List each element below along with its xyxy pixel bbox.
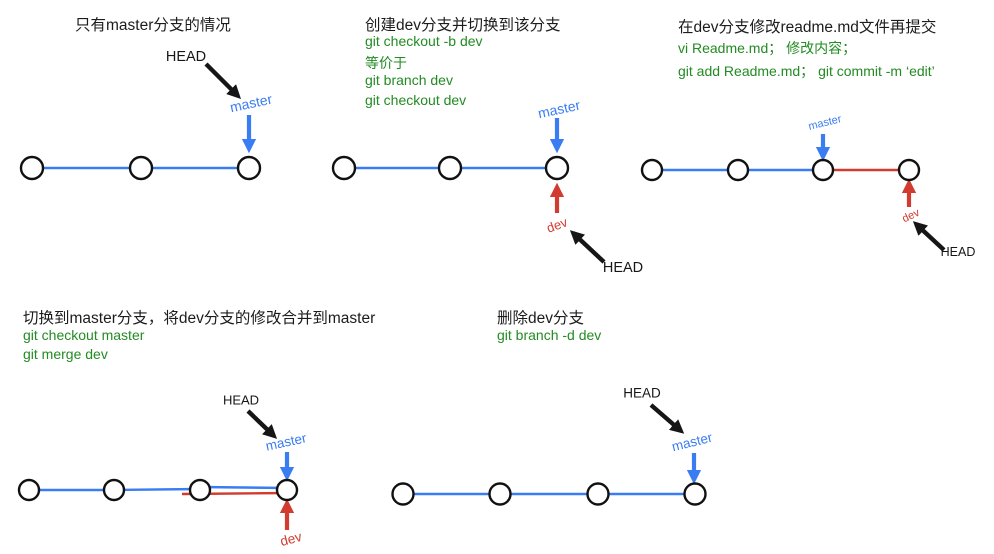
panel-title-only-master: 只有master分支的情况 <box>75 17 231 34</box>
commit-node <box>188 478 212 502</box>
commit-node <box>391 482 415 506</box>
commit-node <box>275 478 299 502</box>
commit-node <box>488 482 512 506</box>
git-command-line: git branch -d dev <box>497 327 602 343</box>
git-command-line: git checkout master <box>23 327 145 343</box>
commit-node <box>683 482 707 506</box>
commit-node <box>544 155 570 181</box>
head-arrow <box>912 221 946 252</box>
head-label: HEAD <box>623 385 661 401</box>
head-label: HEAD <box>165 49 207 65</box>
commit-node <box>726 158 750 182</box>
head-arrow <box>246 409 278 439</box>
head-arrow <box>649 403 685 434</box>
git-command-line: 等价于 <box>365 54 407 71</box>
panel-title-delete-dev-branch: 删除dev分支 <box>497 310 584 327</box>
panel-title-merge-dev-into-master: 切换到master分支，将dev分支的修改合并到master <box>23 310 376 327</box>
git-command-line: git add Readme.md； git commit -m ‘edit’ <box>678 63 935 79</box>
commit-node <box>17 478 41 502</box>
pointer-arrows-layer <box>204 62 946 530</box>
commit-edges-layer <box>29 166 909 496</box>
commit-node <box>437 155 463 181</box>
master-branch-edge <box>199 485 288 490</box>
git-command-line: git checkout dev <box>365 91 467 108</box>
git-command-line: git branch dev <box>365 72 453 88</box>
panel-title-create-dev-branch: 创建dev分支并切换到该分支 <box>365 17 561 34</box>
commit-node <box>236 155 262 181</box>
head-label: HEAD <box>602 260 644 276</box>
commit-node <box>19 155 45 181</box>
git-command-line: vi Readme.md； 修改内容； <box>678 40 857 56</box>
master-branch-edge <box>113 487 201 492</box>
head-arrow <box>569 230 606 264</box>
git-command-line: git merge dev <box>23 345 108 362</box>
git-command-line: git checkout -b dev <box>365 33 483 49</box>
head-label: HEAD <box>222 392 260 408</box>
commit-node <box>586 482 610 506</box>
commit-node <box>811 158 835 182</box>
commit-node <box>102 478 126 502</box>
head-arrow <box>204 62 241 99</box>
commit-node <box>897 158 921 182</box>
head-label: HEAD <box>940 245 976 259</box>
panel-title-edit-and-commit-on-dev: 在dev分支修改readme.md文件再提交 <box>678 19 937 36</box>
commit-node <box>331 155 357 181</box>
commit-nodes-layer <box>17 155 921 506</box>
commit-node <box>640 158 664 182</box>
commit-node <box>128 155 154 181</box>
